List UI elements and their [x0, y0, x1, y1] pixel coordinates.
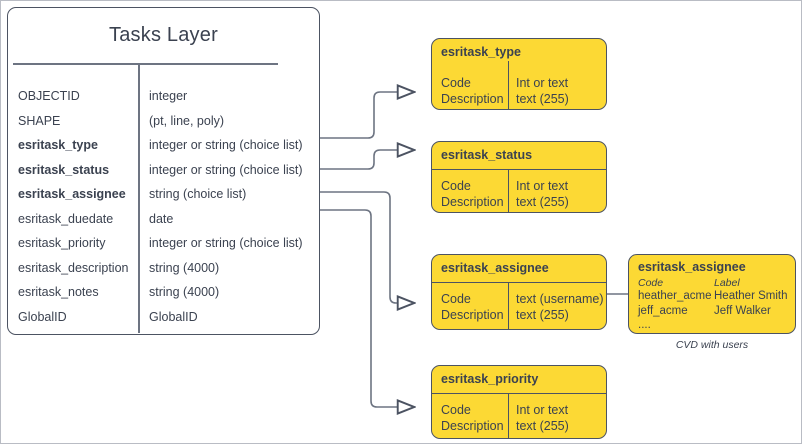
- table-row: SHAPE (pt, line, poly): [8, 109, 319, 134]
- description-label: Description: [441, 92, 504, 106]
- domain-field-names: Code Description: [441, 402, 504, 434]
- domain-field-types: Int or text text (255): [516, 178, 569, 210]
- domain-box-esritask-priority: esritask_priority Code Description Int o…: [431, 365, 607, 439]
- field-type: integer or string (choice list): [149, 162, 303, 177]
- cvd-caption: CVD with users: [675, 339, 749, 351]
- description-label: Description: [441, 195, 504, 209]
- domain-title-divider: [432, 393, 606, 395]
- domain-field-names: Code Description: [441, 291, 504, 323]
- connector-priority: [320, 209, 415, 407]
- table-row: esritask_notes string (4000): [8, 280, 319, 305]
- field-type: string (4000): [149, 260, 220, 275]
- domain-title: esritask_assignee: [441, 261, 549, 275]
- cvd-row: heather_acme Heather Smith: [638, 290, 794, 302]
- table-row: esritask_priority integer or string (choi…: [8, 231, 319, 256]
- connector-status: [320, 150, 415, 170]
- domain-field-types: Int or text text (255): [516, 402, 569, 434]
- cvd-header-code: Code: [638, 277, 664, 289]
- table-row: esritask_description string (4000): [8, 256, 319, 281]
- table-row: esritask_duedate date: [8, 207, 319, 232]
- description-label: Description: [441, 419, 504, 433]
- description-type: text (255): [516, 419, 569, 433]
- field-type: string (choice list): [149, 187, 247, 202]
- code-label: Code: [441, 292, 471, 306]
- column-divider: [138, 65, 140, 333]
- cvd-detail-box: esritask_assignee Code Label heather_acm…: [628, 254, 796, 334]
- domain-column-divider: [508, 282, 510, 329]
- cvd-row-code: jeff_acme: [638, 305, 688, 317]
- cvd-header-label: Label: [714, 277, 740, 289]
- code-type: Int or text: [516, 403, 569, 417]
- field-name: esritask_type: [18, 138, 98, 153]
- code-type: Int or text: [516, 179, 569, 193]
- domain-title: esritask_type: [441, 45, 521, 59]
- code-type: Int or text: [516, 76, 569, 90]
- table-row: GlobalID GlobalID: [8, 305, 319, 330]
- domain-box-esritask-type: esritask_type Code Description Int or te…: [431, 38, 607, 110]
- field-name: esritask_assignee: [18, 187, 126, 202]
- connector-type: [320, 92, 415, 139]
- table-row: esritask_status integer or string (choice…: [8, 158, 319, 183]
- field-name: esritask_description: [18, 260, 129, 275]
- cvd-title: esritask_assignee: [638, 260, 746, 274]
- domain-field-names: Code Description: [441, 178, 504, 210]
- domain-box-esritask-assignee: esritask_assignee Code Description text …: [431, 254, 607, 330]
- field-type: integer or string (choice list): [149, 236, 303, 251]
- code-label: Code: [441, 403, 471, 417]
- description-type: text (255): [516, 308, 569, 322]
- field-name: esritask_duedate: [18, 211, 114, 226]
- domain-title-divider: [432, 282, 606, 284]
- field-name: OBJECTID: [18, 89, 80, 104]
- domain-column-divider: [508, 169, 510, 212]
- field-name: esritask_priority: [18, 236, 106, 251]
- field-name: esritask_notes: [18, 285, 99, 300]
- description-type: text (255): [516, 92, 569, 106]
- title-divider: [13, 63, 278, 65]
- field-type: integer: [149, 89, 188, 104]
- cvd-header-row: Code Label: [638, 277, 794, 289]
- tasks-layer-title: Tasks Layer: [109, 24, 218, 46]
- code-label: Code: [441, 76, 471, 90]
- domain-column-divider: [508, 61, 510, 109]
- description-type: text (255): [516, 195, 569, 209]
- domain-title-divider: [432, 169, 606, 171]
- code-type: text (username): [516, 292, 604, 306]
- table-row: esritask_assignee string (choice list): [8, 182, 319, 207]
- description-label: Description: [441, 308, 504, 322]
- field-type: (pt, line, poly): [149, 113, 225, 128]
- field-type: integer or string (choice list): [149, 138, 303, 153]
- cvd-row: jeff_acme Jeff Walker: [638, 305, 794, 317]
- domain-field-names: Code Description: [441, 75, 504, 107]
- cvd-ellipsis-text: ....: [638, 319, 651, 331]
- domain-column-divider: [508, 393, 510, 438]
- connector-assignee: [320, 191, 415, 303]
- domain-field-types: text (username) text (255): [516, 291, 604, 323]
- cvd-ellipsis: ....: [638, 319, 794, 331]
- domain-box-esritask-status: esritask_status Code Description Int or …: [431, 141, 607, 213]
- field-type: GlobalID: [149, 309, 198, 324]
- cvd-row-label: Heather Smith: [714, 290, 788, 302]
- domain-title: esritask_priority: [441, 372, 539, 386]
- field-name: esritask_status: [18, 162, 110, 177]
- field-type: date: [149, 211, 174, 226]
- field-name: GlobalID: [18, 309, 67, 324]
- code-label: Code: [441, 179, 471, 193]
- table-row: esritask_type integer or string (choice l…: [8, 133, 319, 158]
- domain-field-types: Int or text text (255): [516, 75, 569, 107]
- domain-title: esritask_status: [441, 148, 533, 162]
- cvd-row-code: heather_acme: [638, 290, 712, 302]
- cvd-row-label: Jeff Walker: [714, 305, 771, 317]
- field-type: string (4000): [149, 285, 220, 300]
- field-name: SHAPE: [18, 113, 61, 128]
- table-row: OBJECTID integer: [8, 84, 319, 109]
